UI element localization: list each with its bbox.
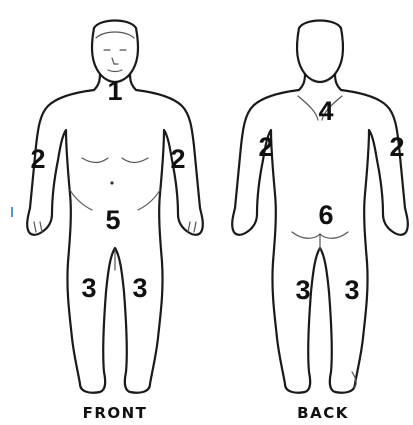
front-view-label: FRONT <box>83 404 148 422</box>
front-region-1: 1 <box>107 76 122 106</box>
front-region-2-right: 2 <box>170 144 185 174</box>
back-head <box>297 21 343 83</box>
front-region-3-left: 3 <box>81 273 96 303</box>
back-region-3-right: 3 <box>344 275 359 305</box>
front-region-3-right: 3 <box>132 273 147 303</box>
back-region-2-right: 2 <box>389 132 404 162</box>
front-region-2-left: 2 <box>30 144 45 174</box>
back-region-3-left: 3 <box>295 275 310 305</box>
back-region-4: 4 <box>318 96 333 126</box>
front-head <box>92 21 138 83</box>
back-region-6: 6 <box>318 200 333 230</box>
back-region-2-left: 2 <box>258 132 273 162</box>
back-view-label: BACK <box>297 404 349 422</box>
front-region-5: 5 <box>105 205 120 235</box>
